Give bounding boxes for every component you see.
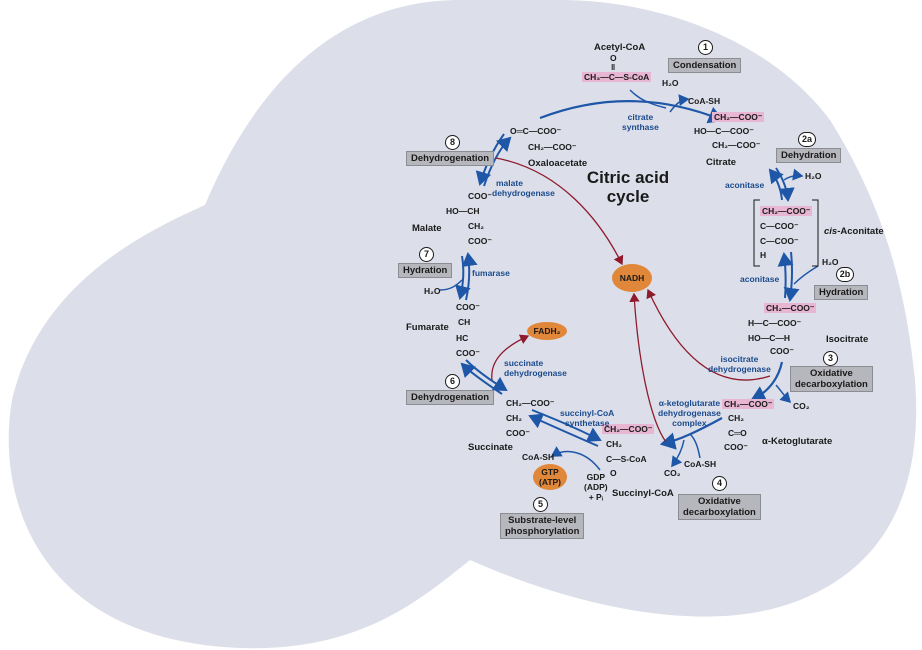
arrow-nadh-from-ketoglutarate: [629, 292, 667, 443]
h2o-step-2b: H₂O: [822, 257, 839, 267]
fumarase-label: fumarase: [472, 268, 510, 278]
h2o-step-7: H₂O: [424, 286, 441, 296]
gtp-atp-oval: GTP (ATP): [533, 464, 567, 490]
acetyl-structure: CH₃—C—S-CoA: [582, 72, 652, 82]
step-1-number: 1: [698, 40, 713, 55]
aconitase-bottom-label: aconitase: [740, 274, 780, 284]
isocitrate-dehydrogenase-label: isocitrate dehydrogenase: [708, 354, 771, 374]
arrow-gtp-branch: [550, 446, 601, 471]
arrow-co2-out-4: [671, 439, 685, 468]
citrate-structure: CH₂—COO⁻ HO—C—COO⁻ CH₂—COO⁻: [694, 112, 765, 150]
fumarate-structure: COO⁻ CH HC COO⁻: [456, 302, 480, 358]
arrow-succinate-to-succinyl-coa: [531, 409, 602, 442]
h2o-step-1: H₂O: [662, 78, 679, 88]
gdp-adp-pi: GDP (ADP) + Pᵢ: [584, 472, 608, 502]
citrate-synthase-label: citrate synthase: [622, 112, 659, 132]
arrow-isocitrate-to-ketoglutarate: [750, 361, 784, 402]
co2-step-4: CO₂: [664, 468, 681, 478]
cis-aconitate-bracket-right: [812, 199, 819, 267]
succinate-label: Succinate: [468, 442, 513, 453]
arrow-succinyl-coa-to-succinate: [528, 413, 599, 447]
malate-dehydrogenase-label: malate dehydrogenase: [492, 178, 555, 198]
arrow-fumarate-to-succinate: [465, 359, 508, 392]
oxaloacetate-structure: O═C—COO⁻ CH₂—COO⁻: [510, 126, 577, 152]
succinyl-coa-structure: CH₂—COO⁻ CH₂ C—S-CoA O: [602, 424, 655, 478]
nadh-oval: NADH: [612, 264, 652, 292]
step-1-label: Condensation: [668, 58, 742, 73]
arrow-h2o-out-2a: [783, 168, 804, 181]
succinate-structure: CH₂—COO⁻ CH₂ COO⁻: [506, 398, 555, 438]
arrow-coash-in-4: [689, 433, 701, 459]
step-3-label: Oxidative decarboxylation: [790, 366, 873, 392]
co2-step-3: CO₂: [793, 401, 810, 411]
step-2b-number: 2b: [836, 267, 854, 282]
succinate-dehydrogenase-label: succinate dehydrogenase: [504, 358, 567, 378]
step-6-label: Dehydrogenation: [406, 390, 495, 405]
arrow-h2o-in-7: [439, 279, 463, 291]
ketoglutarate-structure: CH₂—COO⁻ CH₂ C═O COO⁻: [722, 399, 775, 452]
background-blob: [8, 0, 917, 649]
acetyl-double-bond: ‖: [611, 62, 616, 72]
cis-aconitate-structure: CH₂—COO⁻ C—COO⁻ C—COO⁻ H: [760, 206, 813, 260]
step-5-label: Substrate-level phosphorylation: [500, 513, 585, 539]
step-4-label: Oxidative decarboxylation: [678, 494, 761, 520]
arrow-coash-out-1: [669, 94, 690, 113]
acetyl-coa-label: Acetyl-CoA: [594, 42, 646, 53]
cis-aconitate-bracket-left: [753, 199, 760, 267]
acetyl-o: O: [610, 53, 617, 63]
step-4-number: 4: [712, 476, 727, 491]
cis-aconitate-label: cis-Aconitate: [824, 226, 884, 237]
step-8-label: Dehydrogenation: [406, 151, 495, 166]
isocitrate-label: Isocitrate: [826, 334, 869, 345]
step-2a-label: Dehydration: [776, 148, 842, 163]
succinyl-coa-label: Succinyl-CoA: [612, 488, 674, 499]
arrow-acetyl-input: [629, 89, 667, 109]
malate-label: Malate: [412, 223, 442, 234]
step-7-label: Hydration: [398, 263, 453, 278]
oxaloacetate-label: Oxaloacetate: [528, 158, 588, 169]
step-5-number: 5: [533, 497, 548, 512]
aconitase-top-label: aconitase: [725, 180, 765, 190]
malate-structure: COO⁻ HO—CH CH₂ COO⁻: [446, 191, 492, 246]
step-7-number: 7: [419, 247, 434, 262]
ketoglutarate-label: α-Ketoglutarate: [762, 436, 833, 447]
succinyl-coa-synthetase-label: succinyl-CoA synthetase: [560, 408, 615, 428]
citrate-label: Citrate: [706, 157, 737, 168]
cycle-title: Citric acid cycle: [586, 168, 670, 206]
step-6-number: 6: [445, 374, 460, 389]
coa-sh-step-4: CoA-SH: [684, 459, 717, 469]
step-2a-number: 2a: [798, 132, 816, 147]
arrow-malate-to-fumarate: [455, 255, 471, 300]
step-3-number: 3: [823, 351, 838, 366]
arrow-oxaloacetate-to-citrate: [539, 99, 725, 124]
step-2b-label: Hydration: [814, 285, 869, 300]
arrow-cis-aconitate-to-citrate: [768, 168, 784, 201]
coa-sh-step-5: CoA-SH: [522, 452, 555, 462]
arrow-nadh-from-isocitrate: [646, 288, 771, 381]
fumarate-label: Fumarate: [406, 322, 449, 333]
arrow-co2-out-3: [775, 384, 792, 404]
coa-sh-step-1: CoA-SH: [688, 96, 721, 106]
isocitrate-structure: CH₂—COO⁻ H—C—COO⁻ HO—C—H COO⁻: [748, 303, 817, 356]
step-8-number: 8: [445, 135, 460, 150]
akg-dehydrogenase-label: α-ketoglutarate dehydrogenase complex: [658, 398, 721, 428]
fadh2-oval: FADH₂: [527, 322, 567, 340]
arrow-nadh-from-malate: [495, 157, 624, 266]
h2o-step-2a: H₂O: [805, 171, 822, 181]
arrow-h2o-in-2b: [793, 265, 819, 285]
arrow-fadh2-out: [491, 334, 530, 381]
arrow-isocitrate-to-cis-aconitate: [777, 252, 794, 299]
